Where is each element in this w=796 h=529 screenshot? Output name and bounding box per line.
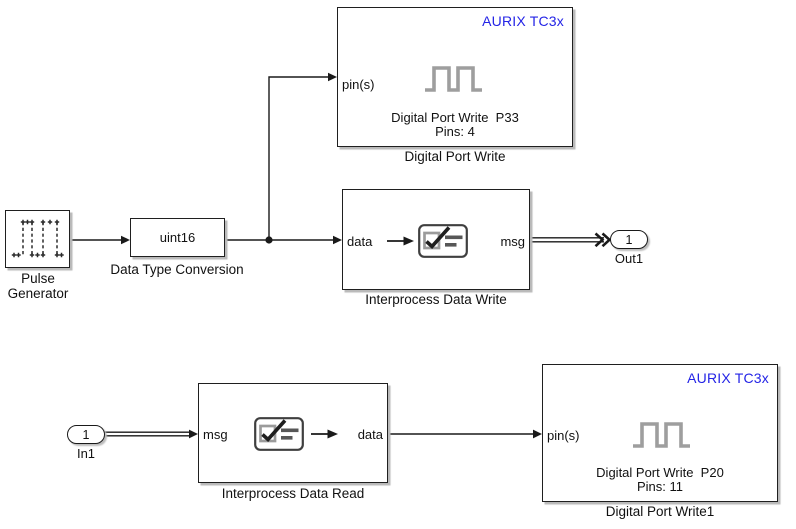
block-interprocess-data-write[interactable]: data msg: [342, 189, 530, 290]
block-interprocess-data-read[interactable]: msg data: [198, 383, 388, 483]
checklist-icon: [254, 417, 304, 451]
conversion-type-text: uint16: [159, 230, 196, 245]
block-name-interprocess-data-read[interactable]: Interprocess Data Read: [221, 486, 365, 501]
port-label-data: data: [347, 234, 373, 249]
flow-arrow-icon: [387, 236, 414, 246]
inport-number: 1: [82, 427, 90, 442]
pulse-wave-icon: [633, 422, 690, 448]
arrowhead-icon: [533, 429, 542, 439]
arrowhead-icon: [121, 235, 130, 245]
block-name-pulse-generator[interactable]: Pulse Generator: [7, 271, 69, 301]
checklist-icon: [418, 224, 468, 258]
block-name-digital-port-write[interactable]: Digital Port Write: [404, 149, 506, 164]
wire-branch-to-port-write[interactable]: [268, 72, 337, 240]
block-name-digital-port-write1[interactable]: Digital Port Write1: [605, 504, 715, 519]
block-pulse-generator[interactable]: [5, 210, 70, 268]
block-digital-port-write[interactable]: AURIX TC3x pin(s) Digital Port Write P33…: [337, 7, 573, 147]
wire-read-to-port-write1[interactable]: [388, 429, 542, 439]
pulse-generator-icon: [11, 219, 64, 258]
message-arrowhead-icon: [601, 232, 612, 248]
aurix-tag: AURIX TC3x: [482, 13, 564, 29]
port-label-pins: pin(s): [547, 428, 580, 443]
arrowhead-icon: [328, 72, 337, 82]
wire-conversion-to-write[interactable]: [225, 235, 342, 245]
block-name-in1[interactable]: In1: [76, 446, 96, 461]
block-name-data-type-conversion[interactable]: Data Type Conversion: [110, 262, 244, 277]
arrowhead-icon: [333, 235, 342, 245]
block-data-type-conversion[interactable]: uint16: [130, 218, 225, 257]
wire-pulse-to-conversion[interactable]: [69, 235, 130, 245]
inport-in1[interactable]: 1: [67, 425, 105, 444]
block-name-out1[interactable]: Out1: [614, 251, 644, 266]
aurix-tag: AURIX TC3x: [687, 370, 769, 386]
block-name-interprocess-data-write[interactable]: Interprocess Data Write: [365, 292, 507, 307]
wire-write-to-out1[interactable]: [530, 232, 612, 248]
flow-arrow-icon: [311, 429, 338, 439]
port-label-data: data: [357, 427, 383, 442]
block-digital-port-write1[interactable]: AURIX TC3x pin(s) Digital Port Write P20…: [542, 364, 778, 502]
message-arrowhead-icon: [594, 232, 605, 248]
pulse-wave-icon: [425, 66, 482, 92]
port-label-msg: msg: [500, 234, 525, 249]
port-label-msg: msg: [203, 427, 228, 442]
port-label-pins: pin(s): [342, 77, 375, 92]
wire-in1-to-read[interactable]: [105, 429, 198, 439]
arrowhead-icon: [189, 429, 198, 439]
outport-out1[interactable]: 1: [610, 230, 648, 249]
outport-number: 1: [625, 232, 633, 247]
